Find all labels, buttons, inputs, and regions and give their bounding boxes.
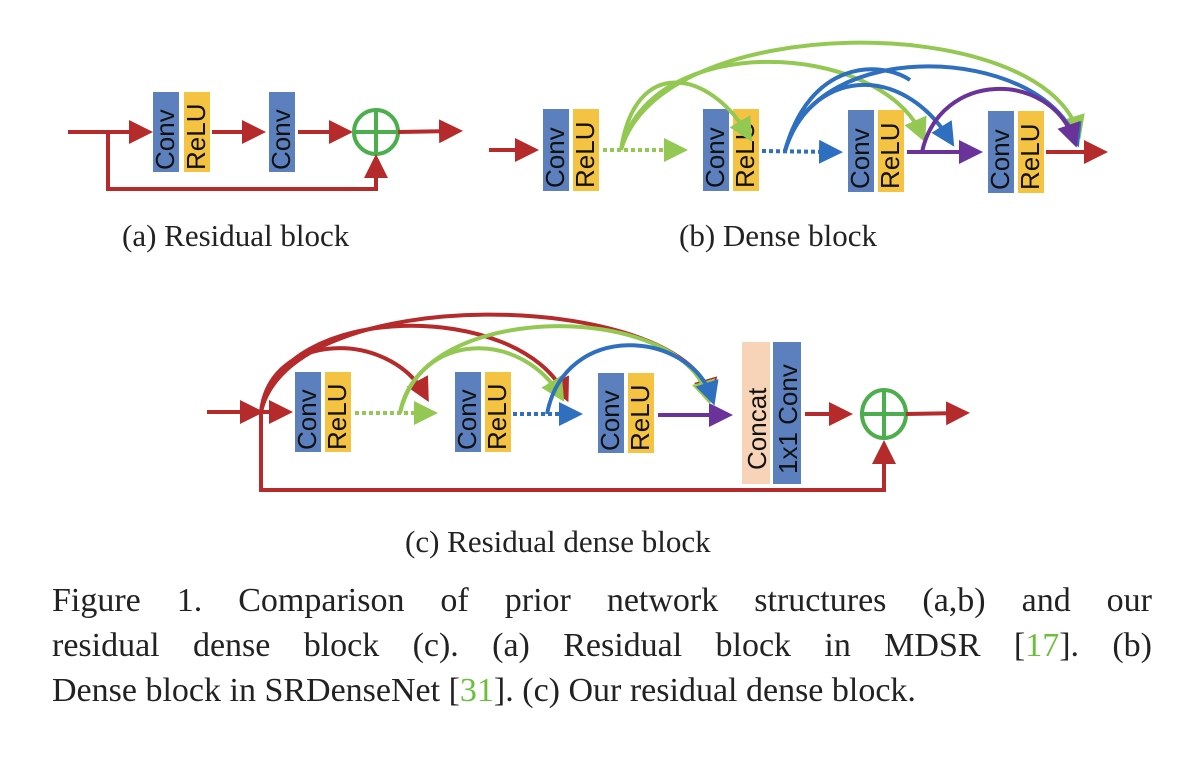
caption-a: (a) Residual block xyxy=(122,218,350,253)
caption-line-1: Figure 1. Comparison of prior network st… xyxy=(52,582,1152,619)
skip-connection xyxy=(106,132,388,191)
conv-relu-block-1: Conv ReLU xyxy=(540,109,600,191)
caption-text: Dense block in SRDenseNet [ xyxy=(52,672,460,709)
figure-diagram: Conv ReLU Conv (a) Residual block Conv R… xyxy=(68,40,1108,559)
caption-text: ]. (c) Our residual dense block. xyxy=(493,672,916,709)
dense-connection xyxy=(619,40,1085,151)
conv-block: Conv xyxy=(266,92,296,172)
caption-line-3: Dense block in SRDenseNet [31]. (c) Our … xyxy=(52,668,1152,713)
conv1x1-label: 1x1 Conv xyxy=(773,364,803,474)
relu-label: ReLU xyxy=(875,123,905,189)
conv-relu-block-3: Conv ReLU xyxy=(595,373,655,453)
citation-link-17[interactable]: 17 xyxy=(1025,627,1060,664)
relu-label: ReLU xyxy=(570,122,600,188)
conv-label: Conv xyxy=(985,129,1015,190)
caption-c: (c) Residual dense block xyxy=(405,524,711,559)
conv-label: Conv xyxy=(292,389,322,450)
conv-relu-block-3: Conv ReLU xyxy=(845,110,905,192)
caption-line-2: residual dense block (c). (a) Residual b… xyxy=(52,623,1152,668)
concat-1x1conv-block: Concat 1x1 Conv xyxy=(742,342,803,484)
relu-label: ReLU xyxy=(322,384,352,450)
conv-relu-block: Conv ReLU xyxy=(150,92,211,172)
subfigure-b-dense-block: Conv ReLU Conv ReLU Conv ReLU Conv ReLU xyxy=(489,40,1108,193)
caption-text: ]. (b) xyxy=(1059,627,1153,664)
caption-b: (b) Dense block xyxy=(679,218,877,253)
arrow-output xyxy=(905,401,970,426)
conv-label: Conv xyxy=(595,390,625,451)
concat-layer xyxy=(742,342,770,484)
conv-label: Conv xyxy=(845,128,875,189)
conv-relu-block-2: Conv ReLU xyxy=(700,109,760,191)
caption-text: residual dense block (c). (a) Residual b… xyxy=(52,627,1026,664)
conv-label: Conv xyxy=(266,109,296,170)
conv1x1-layer xyxy=(773,342,801,484)
conv-relu-block-2: Conv ReLU xyxy=(452,372,512,452)
subfigure-a-residual-block: Conv ReLU Conv xyxy=(68,92,463,191)
figure-caption: Figure 1. Comparison of prior network st… xyxy=(52,578,1152,713)
conv-layer xyxy=(269,92,295,172)
conv-layer xyxy=(153,92,179,172)
conv-label: Conv xyxy=(700,127,730,188)
concat-label: Concat xyxy=(742,387,772,470)
dense-connection xyxy=(398,324,716,414)
dense-connection xyxy=(920,86,1081,153)
relu-label: ReLU xyxy=(1015,124,1045,190)
relu-label: ReLU xyxy=(625,385,655,451)
relu-label: ReLU xyxy=(482,384,512,450)
conv-label: Conv xyxy=(452,389,482,450)
conv-relu-block-1: Conv ReLU xyxy=(292,372,352,452)
relu-label: ReLU xyxy=(181,104,211,170)
subfigure-c-residual-dense-block: Conv ReLU Conv ReLU Conv ReLU Concat 1x1… xyxy=(207,312,970,492)
arrow-output xyxy=(397,119,463,144)
dotted-arrow xyxy=(761,139,843,164)
skip-connection xyxy=(259,412,896,492)
relu-layer xyxy=(184,92,210,172)
conv-label: Conv xyxy=(540,127,570,188)
sum-node xyxy=(352,108,400,156)
dense-connection xyxy=(259,323,569,413)
conv-label: Conv xyxy=(150,109,180,170)
conv-relu-block-4: Conv ReLU xyxy=(985,111,1045,193)
dense-connection xyxy=(545,343,719,415)
sum-node xyxy=(860,388,908,440)
citation-link-31[interactable]: 31 xyxy=(459,672,494,709)
